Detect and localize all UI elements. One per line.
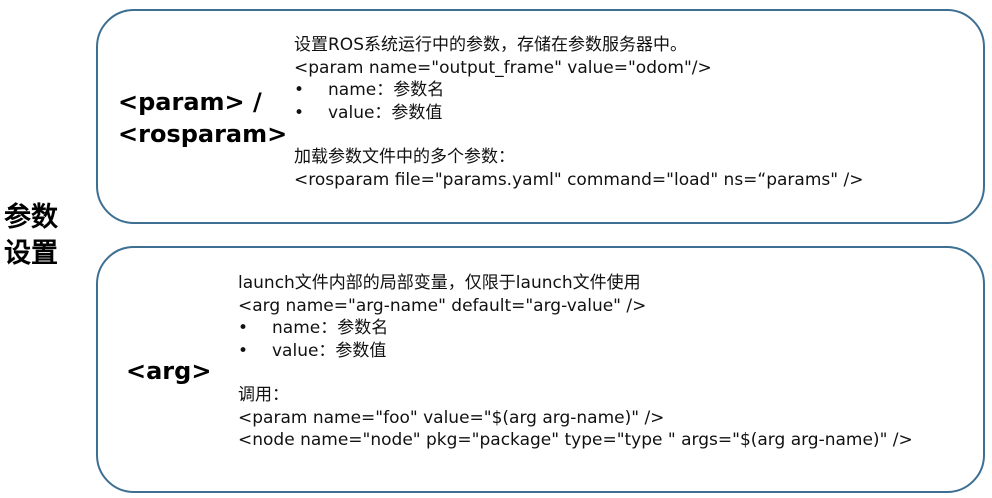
spacer (238, 362, 913, 384)
arg-tag: <arg> (126, 357, 212, 385)
param-tag-line: <param> / (118, 88, 262, 116)
param-load-desc: 加载参数文件中的多个参数： (294, 147, 515, 167)
arg-call-label: 调用： (238, 385, 289, 405)
bullet-icon: • (294, 80, 305, 100)
bullet-text: name：参数名 (328, 80, 445, 100)
side-title: 参数 设置 (4, 200, 68, 272)
arg-call-line: <param name="foo" value="$(arg arg-name)… (238, 407, 665, 428)
param-tag: <param> / <rosparam> (118, 86, 287, 150)
bullet-icon: • (238, 318, 249, 338)
arg-bullet-name: • name：参数名 (238, 317, 913, 340)
bullet-icon: • (294, 102, 305, 123)
param-description: 设置ROS系统运行中的参数，存储在参数服务器中。 (294, 35, 687, 55)
bullet-text: value：参数值 (328, 102, 443, 123)
param-tag-line: <rosparam> (118, 120, 288, 148)
param-bullet-value: • value：参数值 (294, 102, 863, 125)
param-example: <param name="output_frame" value="odom"/… (294, 57, 712, 78)
param-bullet-name: • name：参数名 (294, 79, 863, 102)
arg-bullet-value: • value：参数值 (238, 340, 913, 363)
side-title-line: 参数 (4, 202, 58, 233)
spacer (294, 124, 863, 146)
arg-call-line: <node name="node" pkg="package" type="ty… (238, 430, 913, 450)
bullet-text: value：参数值 (272, 340, 387, 361)
arg-example: <arg name="arg-name" default="arg-value"… (238, 295, 647, 316)
arg-body: launch文件内部的局部变量，仅限于launch文件使用 <arg name=… (238, 272, 913, 452)
arg-card: <arg> launch文件内部的局部变量，仅限于launch文件使用 <arg… (96, 246, 985, 493)
bullet-icon: • (238, 340, 249, 361)
bullet-text: name：参数名 (272, 318, 389, 338)
side-title-line: 设置 (4, 238, 58, 269)
arg-description: launch文件内部的局部变量，仅限于launch文件使用 (238, 273, 641, 293)
param-load-example: <rosparam file="params.yaml" command="lo… (294, 169, 864, 190)
param-card: <param> / <rosparam> 设置ROS系统运行中的参数，存储在参数… (96, 9, 985, 224)
param-body: 设置ROS系统运行中的参数，存储在参数服务器中。 <param name="ou… (294, 34, 863, 191)
